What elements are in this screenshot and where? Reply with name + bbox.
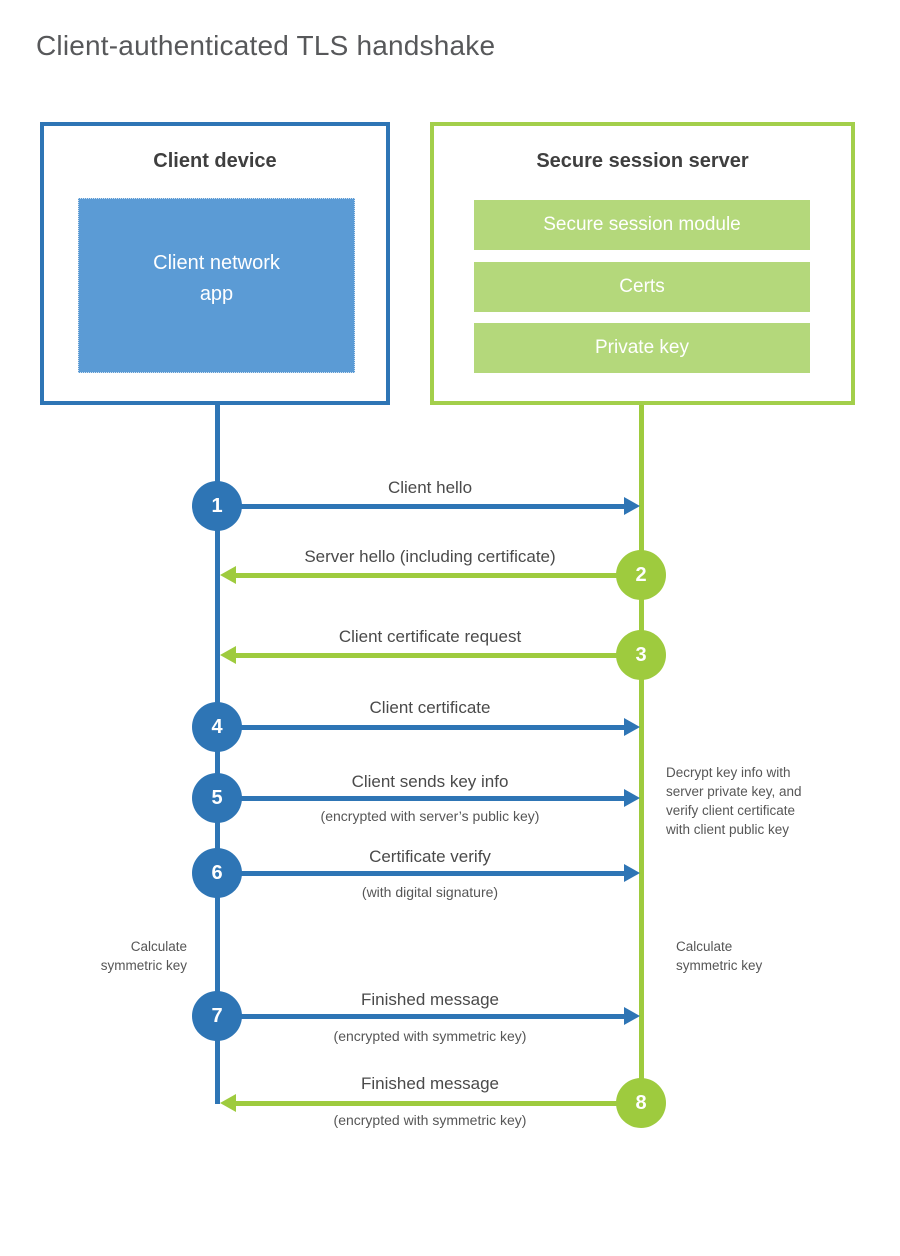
client-network-app-label: Client network app — [153, 251, 280, 305]
message-label: Finished message — [361, 1074, 499, 1093]
arrow-server-to-client — [236, 573, 617, 578]
message-label: Client certificate — [369, 698, 491, 717]
arrowhead-right-icon — [624, 789, 640, 807]
client-network-app-box: Client network app — [78, 198, 355, 373]
arrowhead-right-icon — [624, 497, 640, 515]
server-module-secure-session: Secure session module — [474, 200, 810, 250]
step-number-badge: 8 — [616, 1078, 666, 1128]
arrow-server-to-client — [236, 1101, 617, 1106]
message-label: Client hello — [387, 478, 473, 497]
arrowhead-right-icon — [624, 1007, 640, 1025]
page-title: Client-authenticated TLS handshake — [36, 30, 496, 61]
client-device-title: Client device — [153, 150, 277, 172]
arrowhead-left-icon — [220, 566, 236, 584]
arrowhead-right-icon — [624, 864, 640, 882]
secure-session-server-box: Secure session server Secure session mod… — [430, 122, 855, 405]
step-number-badge: 2 — [616, 550, 666, 600]
arrowhead-left-icon — [220, 1094, 236, 1112]
step-number-badge: 6 — [192, 848, 242, 898]
arrow-client-to-server — [240, 796, 625, 801]
note-decrypt-key-info: Decrypt key info with server private key… — [666, 765, 802, 837]
secure-session-server-title: Secure session server — [536, 150, 749, 172]
server-lifeline — [639, 405, 644, 1103]
step-number-badge: 5 — [192, 773, 242, 823]
message-label: Client certificate request — [338, 627, 522, 646]
step-number-badge: 7 — [192, 991, 242, 1041]
server-module-private-key: Private key — [474, 323, 810, 373]
message-label: Client sends key info — [351, 772, 509, 791]
note-calculate-symmetric-key-server: Calculate symmetric key — [676, 939, 763, 973]
message-label: Certificate verify — [369, 847, 491, 866]
arrow-client-to-server — [240, 504, 625, 509]
arrow-server-to-client — [236, 653, 617, 658]
step-number-badge: 1 — [192, 481, 242, 531]
arrow-client-to-server — [240, 1014, 625, 1019]
message-sublabel: (with digital signature) — [361, 884, 499, 900]
arrowhead-left-icon — [220, 646, 236, 664]
message-label: Finished message — [361, 990, 499, 1009]
message-sublabel: (encrypted with server’s public key) — [320, 808, 540, 824]
client-lifeline — [215, 405, 220, 1104]
client-device-box: Client device Client network app — [40, 122, 390, 405]
arrowhead-right-icon — [624, 718, 640, 736]
message-label: Server hello (including certificate) — [304, 547, 556, 566]
step-number-badge: 4 — [192, 702, 242, 752]
arrow-client-to-server — [240, 725, 625, 730]
server-module-certs: Certs — [474, 262, 810, 312]
step-number-badge: 3 — [616, 630, 666, 680]
message-sublabel: (encrypted with symmetric key) — [333, 1028, 527, 1044]
note-calculate-symmetric-key-client: Calculate symmetric key — [100, 939, 187, 973]
arrow-client-to-server — [240, 871, 625, 876]
message-sublabel: (encrypted with symmetric key) — [333, 1112, 527, 1128]
